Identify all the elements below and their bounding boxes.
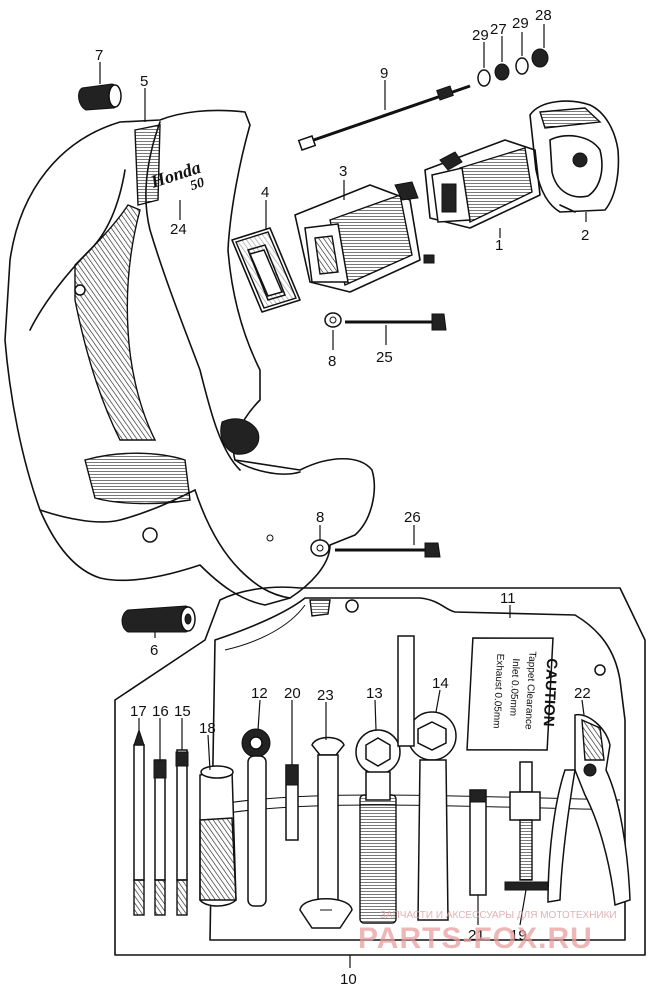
callout-16: 16	[152, 703, 169, 720]
battery-box-part-2	[529, 100, 620, 213]
callout-2: 2	[581, 227, 589, 244]
washer-part-8-upper	[324, 312, 342, 328]
callout-11: 11	[500, 590, 516, 607]
plug-wrench-part-18	[199, 765, 237, 907]
watermark-brand: PARTS-FOX.RU	[358, 922, 593, 955]
callout-5: 5	[140, 73, 148, 90]
caution-line-3: Exhaust 0.05mm	[490, 653, 505, 729]
pin-tool-part-20	[285, 764, 299, 841]
callout-29a: 29	[472, 27, 489, 44]
callout-4: 4	[261, 184, 269, 201]
callout-29b: 29	[512, 15, 529, 32]
caution-label: CAUTION Tappet Clearance Inlet 0.05mm Ex…	[466, 637, 561, 751]
nuts-washers-27-28-29	[477, 48, 549, 87]
open-wrench-part-23	[299, 736, 353, 929]
callout-23: 23	[317, 687, 334, 704]
callout-6: 6	[150, 642, 158, 659]
callout-9: 9	[380, 65, 388, 82]
caution-title: CAUTION	[540, 658, 561, 727]
callout-12: 12	[251, 685, 268, 702]
callout-15: 15	[174, 703, 191, 720]
pliers-part-22	[547, 713, 631, 907]
wrench-part-21	[469, 789, 487, 896]
callout-1: 1	[495, 237, 503, 254]
callout-20: 20	[284, 685, 301, 702]
rubber-part-7	[78, 83, 122, 111]
battery-case-part-3	[294, 181, 435, 293]
callout-26: 26	[404, 509, 421, 526]
caution-line-2: Inlet 0.05mm	[507, 658, 521, 716]
callout-28: 28	[535, 7, 552, 24]
callout-labels: 7 5 9 29 27 29 28 3 4 24 1 2 8 25 8 26 6…	[95, 7, 591, 988]
callout-27: 27	[490, 21, 507, 38]
callout-8-lower: 8	[316, 509, 324, 526]
watermark: ЗАПЧАСТИ И АКСЕССУАРЫ ДЛЯ МОТОТЕХНИКИ PA…	[358, 910, 617, 955]
bolt-part-26	[335, 542, 441, 558]
callout-25: 25	[376, 349, 393, 366]
callout-3: 3	[339, 163, 347, 180]
bolt-part-9	[297, 84, 471, 151]
callout-22: 22	[574, 685, 591, 702]
screwdriver-part-16	[153, 759, 167, 916]
callout-24: 24	[170, 221, 187, 238]
tool-part-19	[504, 761, 549, 891]
callout-8-upper: 8	[328, 353, 336, 370]
leader-lines	[99, 24, 587, 968]
wrench-part-12	[241, 728, 271, 907]
rubber-part-6	[121, 605, 196, 633]
callout-10: 10	[340, 971, 357, 988]
callout-21: 21	[468, 927, 485, 944]
callout-7: 7	[95, 47, 103, 64]
ring-wrench-part-14	[397, 635, 457, 921]
callout-18: 18	[199, 720, 216, 737]
screwdriver-part-17	[133, 728, 145, 916]
caution-line-1: Tappet Clearance	[522, 651, 537, 730]
rubber-frame-part-4	[231, 227, 301, 313]
callout-14: 14	[432, 675, 449, 692]
box-wrench-part-13	[355, 729, 401, 924]
tool-bag-part-11	[209, 597, 626, 941]
leg-shield-part-5: Honda 50	[4, 109, 376, 606]
battery-part-1	[424, 139, 541, 229]
bolt-part-25	[345, 313, 447, 331]
tool-kit-frame-part-10	[114, 586, 646, 956]
screwdriver-part-15	[175, 749, 189, 916]
callout-13: 13	[366, 685, 383, 702]
washer-part-8-lower	[310, 539, 330, 557]
emblem-model: 50	[188, 175, 206, 194]
callout-17: 17	[130, 703, 147, 720]
watermark-tagline: ЗАПЧАСТИ И АКСЕССУАРЫ ДЛЯ МОТОТЕХНИКИ	[380, 910, 617, 921]
callout-19: 19	[510, 927, 527, 944]
